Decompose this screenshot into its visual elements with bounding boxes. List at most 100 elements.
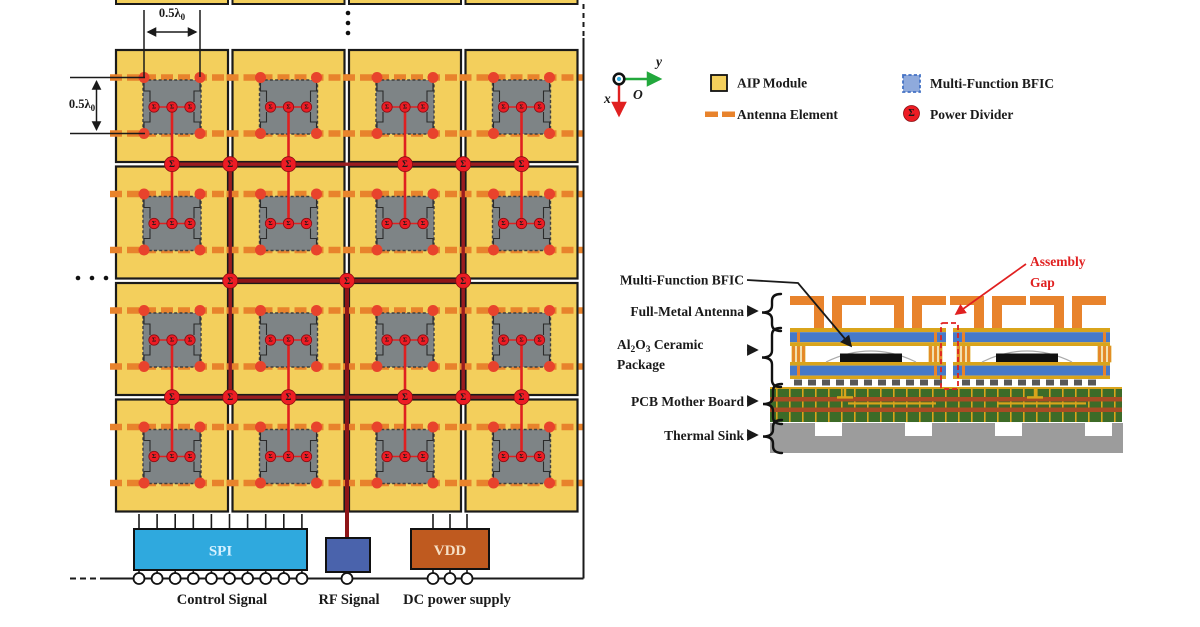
io-pad-circle — [132, 572, 146, 585]
feed-connector — [542, 112, 551, 130]
feed-connector — [376, 112, 384, 130]
power-divider — [280, 389, 297, 406]
sigma-symbol: Σ — [385, 453, 389, 460]
sigma-symbol: Σ — [501, 337, 505, 344]
feed-connector — [426, 345, 434, 363]
xs-via-column — [966, 345, 971, 363]
sigma-symbol: Σ — [519, 220, 523, 227]
antenna-feed-dot — [194, 421, 206, 433]
xs-solder-ball — [976, 379, 984, 386]
antenna-feed-dot — [138, 421, 150, 433]
antenna-feed-dot — [255, 361, 266, 372]
feed-connector — [376, 228, 384, 247]
xs-sink-notch — [995, 423, 1022, 436]
io-pad-circle — [460, 572, 474, 585]
antenna-feed-dot — [138, 188, 150, 200]
power-divider — [399, 101, 411, 113]
dim-v-sub: 0 — [91, 103, 96, 113]
rf-box — [325, 537, 371, 573]
antenna-feed-dot — [427, 244, 439, 256]
xs-pcb-trace — [770, 397, 1122, 402]
xs-antenna-bar — [870, 296, 904, 305]
power-divider — [417, 217, 429, 230]
sigma-symbol: Σ — [227, 159, 233, 169]
xs-solder-ball — [794, 379, 802, 386]
xs-pcb-via — [906, 389, 908, 422]
antenna-feed-dot — [371, 128, 383, 139]
sigma-symbol: Σ — [519, 392, 525, 402]
xs-pcb-via — [828, 389, 830, 422]
xs-solder-ball — [1060, 379, 1068, 386]
feed-connector — [426, 314, 434, 335]
assembly-gap-label-2: Gap — [1030, 275, 1055, 290]
package-cross-section — [770, 296, 1123, 453]
antenna-feed-dot — [427, 128, 439, 139]
xs-sink-notch — [815, 423, 842, 436]
antenna-feed-dot — [371, 188, 383, 200]
xs-pcb-via — [1088, 389, 1090, 422]
antenna-feed-dot — [544, 477, 555, 489]
feed-connector — [143, 228, 151, 247]
feed-connector — [492, 112, 501, 130]
sigma-symbol: Σ — [460, 392, 466, 402]
feed-connector — [426, 228, 434, 247]
power-divider — [300, 450, 313, 463]
dim-h-value: 0.5λ — [159, 6, 182, 20]
feed-connector — [542, 430, 551, 452]
xs-pcb-via — [1075, 389, 1077, 422]
power-divider — [533, 217, 546, 230]
power-divider — [381, 450, 393, 463]
feed-connector — [492, 461, 501, 480]
io-pad-circle — [340, 572, 354, 585]
feed-connector — [309, 112, 318, 130]
power-divider — [264, 101, 277, 113]
xs-pcb-trace — [770, 407, 1122, 412]
feed-connector — [492, 345, 501, 363]
xs-gold-layer — [790, 362, 946, 366]
xs-gold-layer — [953, 328, 1110, 333]
power-divider — [282, 334, 295, 346]
xs-pcb-via — [893, 389, 895, 422]
feed-connector — [376, 81, 384, 102]
xs-sink-label: Thermal Sink — [664, 428, 744, 443]
power-divider — [497, 334, 510, 346]
xs-antenna-post — [814, 305, 824, 328]
xs-solder-ball — [1074, 379, 1082, 386]
sigma-symbol: Σ — [344, 276, 350, 286]
xs-via-tick — [962, 332, 965, 343]
xs-solder-ball — [1046, 379, 1054, 386]
power-divider — [264, 217, 277, 230]
feed-connector — [193, 345, 201, 363]
xs-pcb-via — [984, 389, 986, 422]
feed-connector — [492, 228, 501, 247]
power-divider — [264, 334, 277, 346]
dim-h-sub: 0 — [181, 12, 186, 22]
antenna-feed-dot — [371, 421, 383, 433]
sigma-symbol: Σ — [286, 159, 292, 169]
antenna-feed-dot — [311, 477, 322, 489]
xs-via-column — [791, 345, 796, 363]
feed-connector — [376, 197, 384, 219]
sigma-symbol: Σ — [519, 453, 523, 460]
power-divider — [222, 272, 239, 289]
sigma-symbol: Σ — [152, 337, 156, 344]
feed-connector — [309, 461, 318, 480]
feed-connector — [309, 345, 318, 363]
xs-solder-ball — [864, 379, 872, 386]
power-divider — [222, 389, 239, 406]
power-divider — [148, 101, 160, 113]
xs-pcb-via — [789, 389, 791, 422]
antenna-feed-dot — [427, 477, 439, 489]
feed-connector — [542, 228, 551, 247]
antenna-feed-dot — [255, 128, 266, 139]
feed-connector — [259, 197, 268, 219]
xs-ceramic-layer — [953, 332, 1110, 343]
antenna-feed-dot — [544, 361, 555, 372]
io-pad-circle — [443, 572, 457, 585]
sigma-symbol: Σ — [227, 276, 233, 286]
xs-antenna-post — [912, 305, 922, 328]
io-pad-circle — [204, 572, 218, 585]
xs-pcb-via — [776, 389, 778, 422]
xs-antenna-bar — [1072, 296, 1106, 305]
feed-connector — [542, 461, 551, 480]
